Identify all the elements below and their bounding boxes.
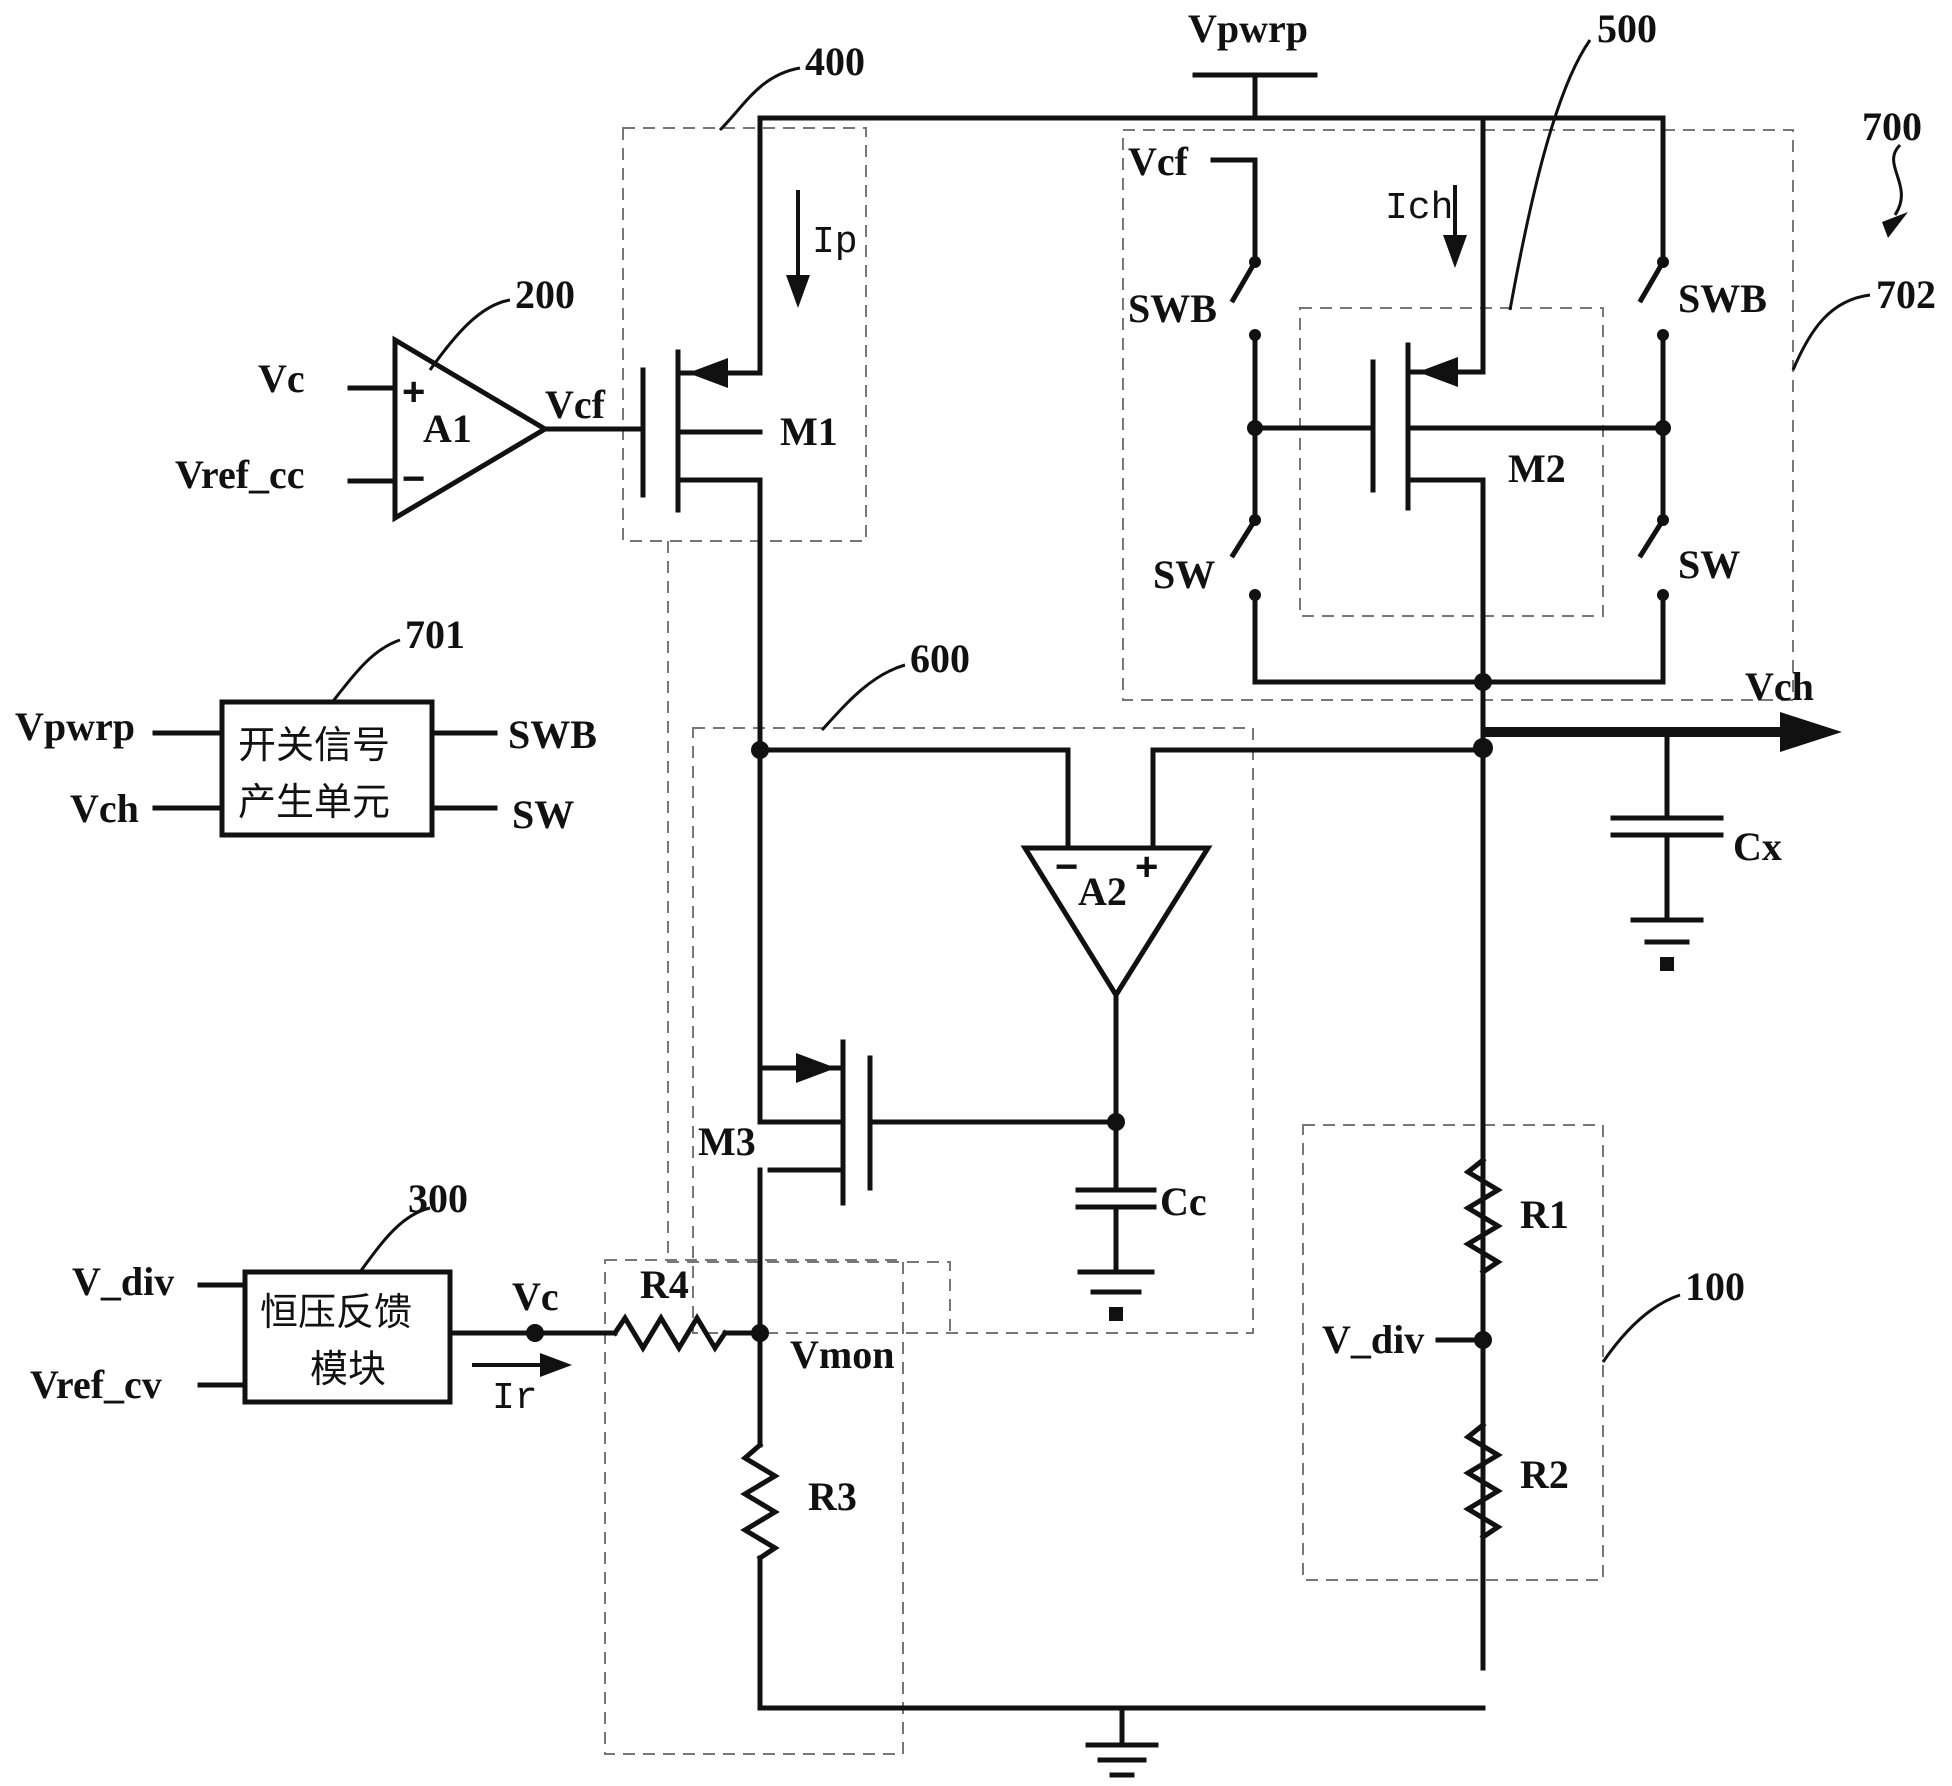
m3-label: M3: [698, 1119, 756, 1164]
ref-701: 701: [405, 612, 465, 657]
cvf-in-vdiv: V_div: [72, 1259, 174, 1304]
sw-left-label: SW: [1153, 552, 1215, 597]
capacitor-cc: [1078, 1122, 1154, 1321]
m3-arrow: [796, 1053, 836, 1083]
block-700-outline: [1123, 130, 1793, 700]
supply-label: Vpwrp: [1188, 6, 1308, 51]
opamp-a1-output: Vcf: [545, 382, 606, 427]
r1-label: R1: [1520, 1192, 1569, 1237]
ground-return: [760, 1708, 1483, 1775]
vmon-label: Vmon: [790, 1332, 894, 1377]
cvf-in-vref: Vref_cv: [30, 1362, 162, 1407]
opamp-a1-label: A1: [423, 406, 472, 451]
opamp-a1-vref-input: Vref_cc: [175, 452, 305, 497]
transistor-m3: [760, 1042, 1125, 1330]
opamp-a1-plus: +: [402, 370, 425, 414]
cc-label: Cc: [1160, 1179, 1207, 1224]
switch-vcf-label: Vcf: [1128, 139, 1189, 184]
cvf-line2: 模块: [310, 1347, 386, 1391]
opamp-a2-minus: −: [1055, 845, 1078, 889]
ssu-in-vch: Vch: [70, 786, 139, 831]
ref-500: 500: [1597, 6, 1657, 51]
ssu-in-vpwrp: Vpwrp: [15, 704, 135, 749]
swb-right-label: SWB: [1678, 276, 1767, 321]
opamp-a1: [350, 340, 643, 518]
dashed-block-outlines: [605, 128, 1793, 1754]
power-rail: [760, 75, 1663, 118]
r3-label: R3: [808, 1474, 857, 1519]
ir-current-arrow: [472, 1353, 572, 1377]
m1-arrow: [688, 358, 728, 388]
block-600-outline: [693, 728, 1253, 1333]
cvf-out-vc: Vc: [512, 1274, 559, 1319]
resistor-r3: [745, 1333, 775, 1708]
opamp-a2-label: A2: [1078, 869, 1127, 914]
m2-label: M2: [1508, 446, 1566, 491]
ref-100: 100: [1685, 1264, 1745, 1309]
capacitor-cx: [1613, 732, 1721, 971]
resistor-r4: [535, 1318, 760, 1348]
sw-right-label: SW: [1678, 542, 1740, 587]
m2-arrow: [1418, 357, 1458, 387]
ir-label: Ir: [492, 1377, 538, 1420]
vdiv-label: V_div: [1322, 1317, 1424, 1362]
r4-label: R4: [640, 1262, 689, 1307]
ssu-out-swb: SWB: [508, 712, 597, 757]
m1-label: M1: [780, 409, 838, 454]
ip-current-arrow: [786, 190, 810, 308]
swb-left-label: SWB: [1128, 286, 1217, 331]
vch-arrowhead: [1780, 712, 1842, 752]
ref-200: 200: [515, 272, 575, 317]
ref-700-arrowhead: [1882, 212, 1908, 238]
ssu-line1: 开关信号: [238, 723, 390, 767]
opamp-a2-plus: +: [1135, 845, 1158, 889]
ssu-out-sw: SW: [512, 792, 574, 837]
ref-702: 702: [1876, 272, 1936, 317]
ref-700: 700: [1862, 104, 1922, 149]
ref-600: 600: [910, 636, 970, 681]
r2-label: R2: [1520, 1452, 1569, 1497]
opamp-a1-minus: −: [402, 457, 425, 501]
opamp-a1-vc-input: Vc: [258, 356, 305, 401]
ref-300: 300: [408, 1176, 468, 1221]
vch-label: Vch: [1745, 664, 1814, 709]
ssu-line2: 产生单元: [238, 780, 390, 824]
reference-callouts: 400 500 700 702 200 701 600 300 100: [330, 6, 1936, 1362]
ich-label: Ich: [1385, 187, 1453, 230]
cvf-line1: 恒压反馈: [260, 1290, 412, 1334]
ref-400: 400: [805, 39, 865, 84]
block-400-extension-outline: [668, 541, 950, 1333]
ip-label: Ip: [812, 221, 858, 264]
cx-label: Cx: [1733, 824, 1782, 869]
transistor-m1: [643, 118, 760, 750]
